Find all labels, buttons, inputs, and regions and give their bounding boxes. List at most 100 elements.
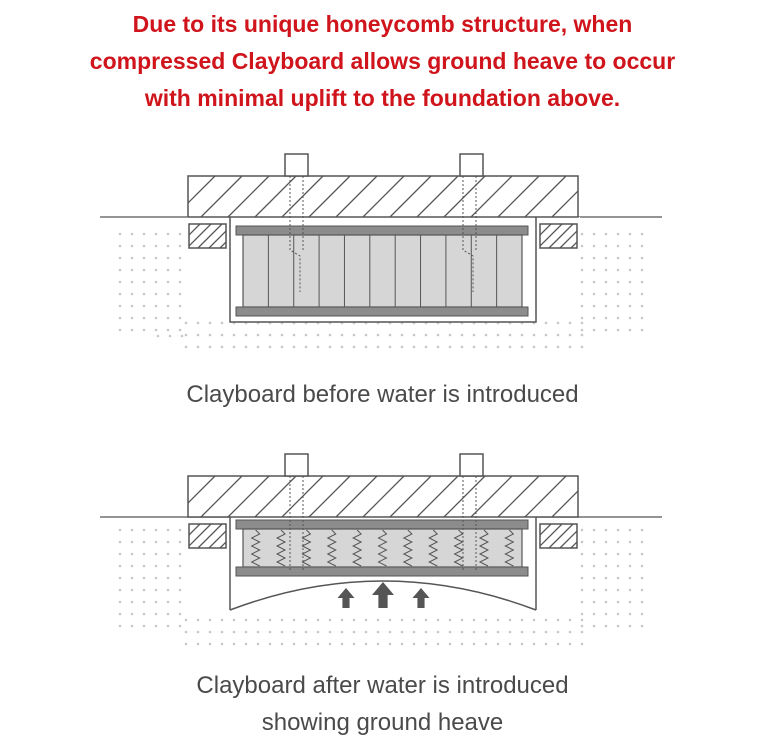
- hatch-line: [416, 476, 459, 517]
- ground-dot: [532, 630, 536, 634]
- ground-dot: [604, 564, 608, 568]
- ground-dot: [628, 292, 632, 296]
- ground-dot: [268, 642, 272, 646]
- ground-dot: [168, 334, 172, 338]
- ground-dot: [580, 630, 584, 634]
- caption-before-line-1: Clayboard before water is introduced: [186, 381, 579, 408]
- side-block-right-outline: [539, 223, 578, 249]
- ground-dot: [268, 333, 272, 337]
- ground-dot: [544, 630, 548, 634]
- ground-dot: [352, 630, 356, 634]
- ground-dot: [178, 576, 182, 580]
- ground-dot: [412, 333, 416, 337]
- ground-dot: [376, 333, 380, 337]
- ground-dot: [364, 345, 368, 349]
- ground-dot: [436, 630, 440, 634]
- ground-dot: [118, 232, 122, 236]
- ground-dot: [496, 630, 500, 634]
- ground-dot: [130, 588, 134, 592]
- ground-dot: [436, 642, 440, 646]
- ground-dot: [424, 333, 428, 337]
- ground-dot: [640, 292, 644, 296]
- compressed-cell-spring: [301, 529, 312, 567]
- ground-dot: [154, 232, 158, 236]
- ground-dot: [592, 552, 596, 556]
- ground-dot: [142, 304, 146, 308]
- ground-dot: [616, 540, 620, 544]
- ground-dot: [580, 280, 584, 284]
- ground-dot: [628, 232, 632, 236]
- ground-dot: [328, 345, 332, 349]
- ground-dot: [592, 576, 596, 580]
- ground-dot: [352, 618, 356, 622]
- hatch-line: [219, 541, 226, 548]
- ground-dot: [142, 280, 146, 284]
- ground-dot: [166, 588, 170, 592]
- ground-dot: [616, 552, 620, 556]
- ground-dot: [520, 630, 524, 634]
- ground-dot: [232, 630, 236, 634]
- ground-dot: [508, 345, 512, 349]
- ground-dot: [604, 256, 608, 260]
- ground-dot: [184, 642, 188, 646]
- hatch-line: [582, 524, 606, 548]
- ground-dot: [268, 630, 272, 634]
- ground-dot: [460, 630, 464, 634]
- ground-dot: [154, 576, 158, 580]
- ground-dot: [244, 333, 248, 337]
- hatch-line: [579, 176, 620, 217]
- ground-dot: [580, 540, 584, 544]
- ground-dot: [364, 618, 368, 622]
- ground-dot: [142, 268, 146, 272]
- ground-dot: [118, 256, 122, 260]
- ground-dot: [640, 588, 644, 592]
- ground-dot: [118, 576, 122, 580]
- ground-dot: [556, 642, 560, 646]
- heave-curve: [229, 580, 537, 611]
- ground-dot: [388, 618, 392, 622]
- ground-dot: [508, 642, 512, 646]
- ground-dot: [568, 345, 572, 349]
- ground-dot: [532, 642, 536, 646]
- ground-dot: [166, 564, 170, 568]
- ground-dot: [304, 345, 308, 349]
- ground-dot: [580, 552, 584, 556]
- clayboard-bottom-plate: [235, 306, 529, 317]
- ground-dot: [628, 304, 632, 308]
- ground-dot: [166, 256, 170, 260]
- hatch-line: [606, 176, 647, 217]
- ground-dot: [352, 642, 356, 646]
- ground-dot: [592, 328, 596, 332]
- ground-dot: [316, 642, 320, 646]
- ground-dot: [532, 345, 536, 349]
- ground-dot: [178, 552, 182, 556]
- ground-dot: [628, 564, 632, 568]
- ground-dot: [142, 564, 146, 568]
- ground-dot: [472, 345, 476, 349]
- ground-dot: [244, 618, 248, 622]
- ground-dot: [166, 316, 170, 320]
- hatch-line: [188, 476, 189, 477]
- ground-dot: [196, 642, 200, 646]
- hatch-line: [551, 190, 578, 217]
- caption-after-line-2: showing ground heave: [261, 709, 504, 736]
- hatch-line: [570, 541, 577, 548]
- ground-dot: [424, 345, 428, 349]
- ground-dot: [580, 244, 584, 248]
- compressed-cell-spring: [453, 529, 464, 567]
- ground-dot: [154, 328, 158, 332]
- ground-dot: [604, 624, 608, 628]
- ground-dot: [154, 528, 158, 532]
- ground-dot: [592, 292, 596, 296]
- ground-dot: [388, 333, 392, 337]
- ground-dot: [244, 642, 248, 646]
- hatch-line: [362, 476, 405, 517]
- pile-stub-left: [284, 453, 309, 477]
- ground-dot: [400, 345, 404, 349]
- ground-dot: [592, 268, 596, 272]
- ground-dot: [178, 292, 182, 296]
- hatch-line: [593, 524, 617, 548]
- hatch-line: [416, 176, 459, 217]
- hatch-line: [189, 524, 212, 547]
- ground-dot: [628, 612, 632, 616]
